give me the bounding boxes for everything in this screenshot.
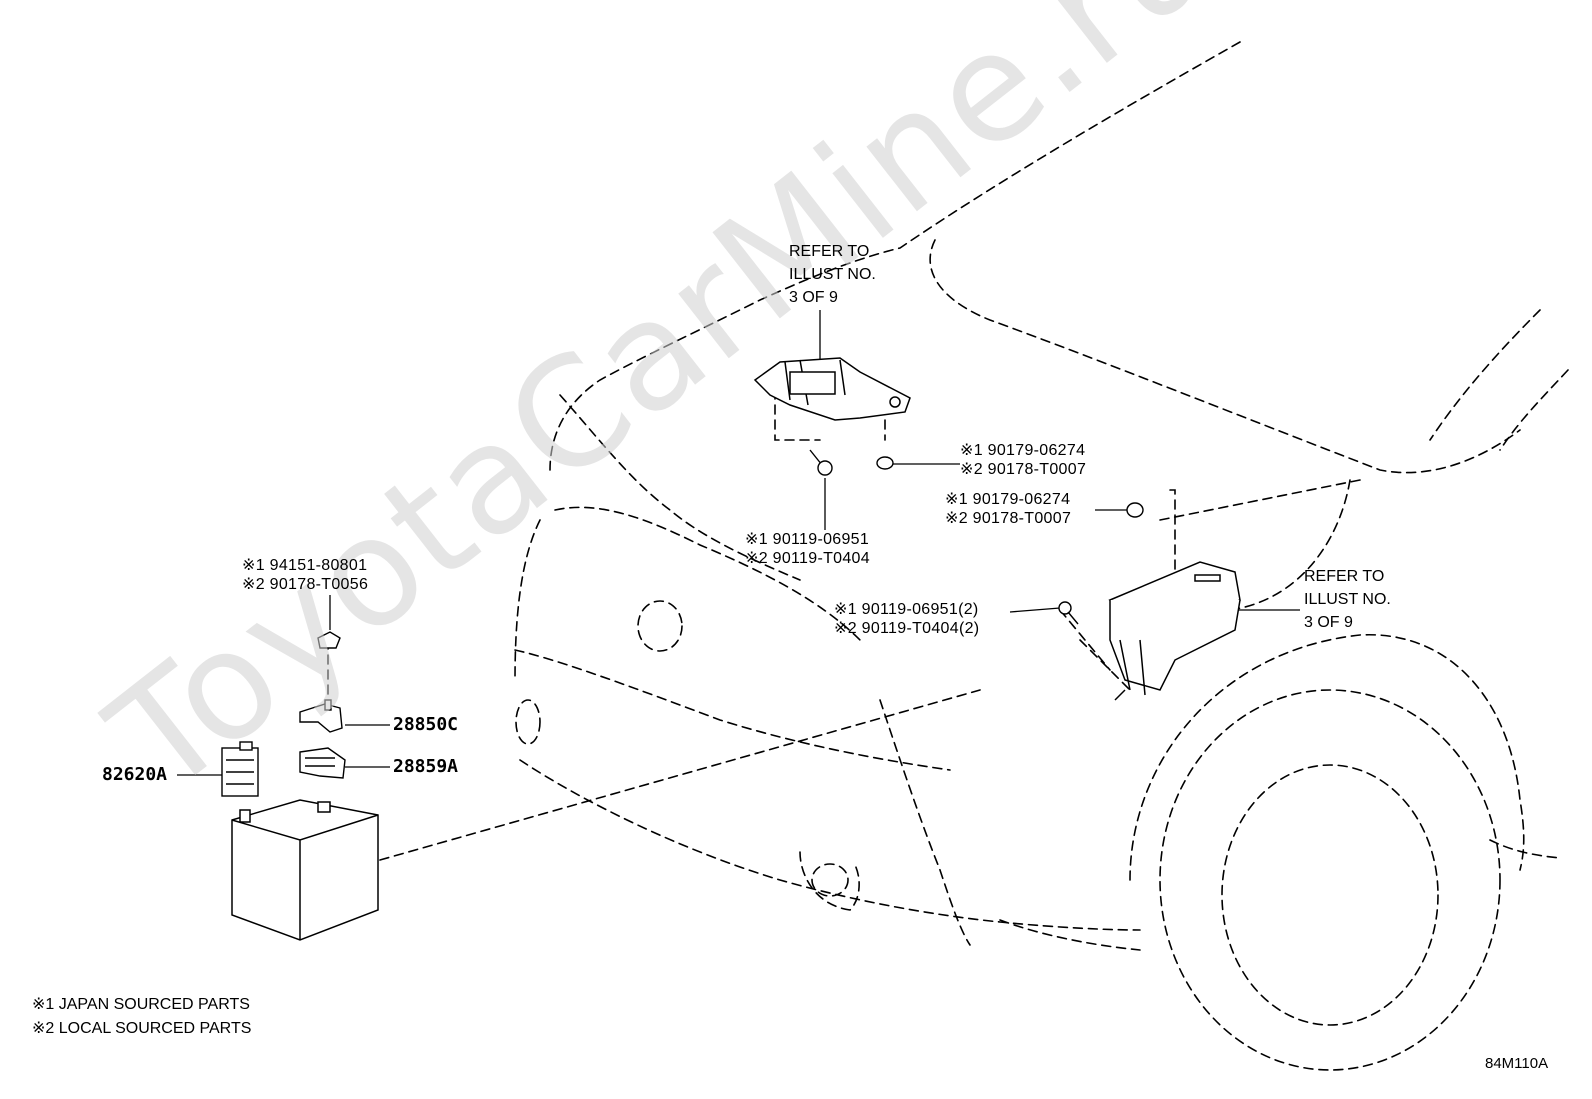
fog-lamp-left xyxy=(515,699,541,745)
reference-upper-line-3: 3 OF 9 xyxy=(789,289,838,306)
sensor-28850c xyxy=(299,699,343,733)
hood-to-fusebox xyxy=(1159,479,1361,521)
callout-nut-upper-line-2: ※2 90178-T0007 xyxy=(960,461,1087,478)
fusebox-guide-a xyxy=(1169,489,1176,571)
ecu-module-upper xyxy=(753,357,911,421)
callout-nut-upper: ※1 90179-06274 ※2 90178-T0007 xyxy=(960,441,1086,479)
callout-nut-right: ※1 90179-06274 ※2 90178-T0007 xyxy=(945,490,1071,528)
callout-bolt-right-line-2: ※2 90119-T0404(2) xyxy=(834,620,980,637)
rim xyxy=(1221,764,1439,1026)
reference-upper-line-1: REFER TO xyxy=(789,243,870,260)
figure-code: 84M110A xyxy=(1485,1055,1549,1072)
callout-nut-right-line-1: ※1 90179-06274 xyxy=(945,491,1071,508)
part-28850c: 28850C xyxy=(393,714,459,735)
fusebox-guide-b xyxy=(1059,609,1111,671)
callout-bolt-upper-line-2: ※2 90119-T0404 xyxy=(745,550,870,567)
bumper-side xyxy=(879,699,971,946)
callout-nut-upper-line-1: ※1 90179-06274 xyxy=(960,442,1086,459)
grille-side xyxy=(514,519,541,681)
fuse-box xyxy=(1108,561,1241,701)
headlamp xyxy=(559,394,801,581)
callout-bolt-upper-line-1: ※1 90119-06951 xyxy=(745,531,870,548)
callout-nut-right-line-2: ※2 90178-T0007 xyxy=(945,510,1072,527)
grille-top xyxy=(554,506,861,641)
nut-upper xyxy=(876,456,894,470)
a-pillar xyxy=(1499,369,1569,451)
leader-bolt-right xyxy=(1009,607,1061,613)
fog-lamp-right xyxy=(811,863,849,897)
wheel-arch xyxy=(1129,634,1525,881)
bolt-right xyxy=(1058,601,1079,625)
reference-right-line-1: REFER TO xyxy=(1304,568,1385,585)
callout-clip-left-line-2: ※2 90178-T0056 xyxy=(242,576,369,593)
fusebox-guide-c xyxy=(1079,639,1131,691)
hood-front-edge xyxy=(929,239,1521,474)
legend-japan: ※1 JAPAN SOURCED PARTS xyxy=(32,996,250,1013)
reference-right-line-3: 3 OF 9 xyxy=(1304,614,1353,631)
reference-upper: REFER TO ILLUST NO. 3 OF 9 xyxy=(789,240,876,309)
callout-clip-left-line-1: ※1 94151-80801 xyxy=(242,557,368,574)
hood-outline xyxy=(549,41,1241,471)
reference-right: REFER TO ILLUST NO. 3 OF 9 xyxy=(1304,565,1391,634)
legend: ※1 JAPAN SOURCED PARTS ※2 LOCAL SOURCED … xyxy=(32,993,251,1041)
tire xyxy=(1159,689,1501,1071)
clip-part xyxy=(317,631,341,649)
fog-surround xyxy=(799,851,860,911)
reference-upper-line-2: ILLUST NO. xyxy=(789,266,876,283)
callout-clip-left: ※1 94151-80801 ※2 90178-T0056 xyxy=(242,556,368,594)
callout-bolt-right-line-1: ※1 90119-06951(2) xyxy=(834,601,979,618)
legend-local: ※2 LOCAL SOURCED PARTS xyxy=(32,1020,252,1037)
sensor-28859a xyxy=(299,747,346,779)
rocker xyxy=(1489,839,1561,859)
emblem xyxy=(637,600,683,652)
part-82620a: 82620A xyxy=(102,764,168,785)
bolt-upper xyxy=(809,449,833,476)
nut-right xyxy=(1126,502,1144,518)
ecu-guide-left xyxy=(774,389,821,441)
windshield-line xyxy=(1429,309,1541,441)
lower-body xyxy=(999,919,1141,951)
fuse-82620a xyxy=(221,741,259,797)
part-28859a: 28859A xyxy=(393,756,459,777)
bumper-upper xyxy=(514,649,951,771)
callout-bolt-upper: ※1 90119-06951 ※2 90119-T0404 xyxy=(745,530,870,568)
battery-guide-line xyxy=(379,689,981,861)
battery xyxy=(231,799,379,941)
reference-right-line-2: ILLUST NO. xyxy=(1304,591,1391,608)
bumper-lower xyxy=(519,759,1141,931)
callout-bolt-right: ※1 90119-06951(2) ※2 90119-T0404(2) xyxy=(834,600,979,638)
